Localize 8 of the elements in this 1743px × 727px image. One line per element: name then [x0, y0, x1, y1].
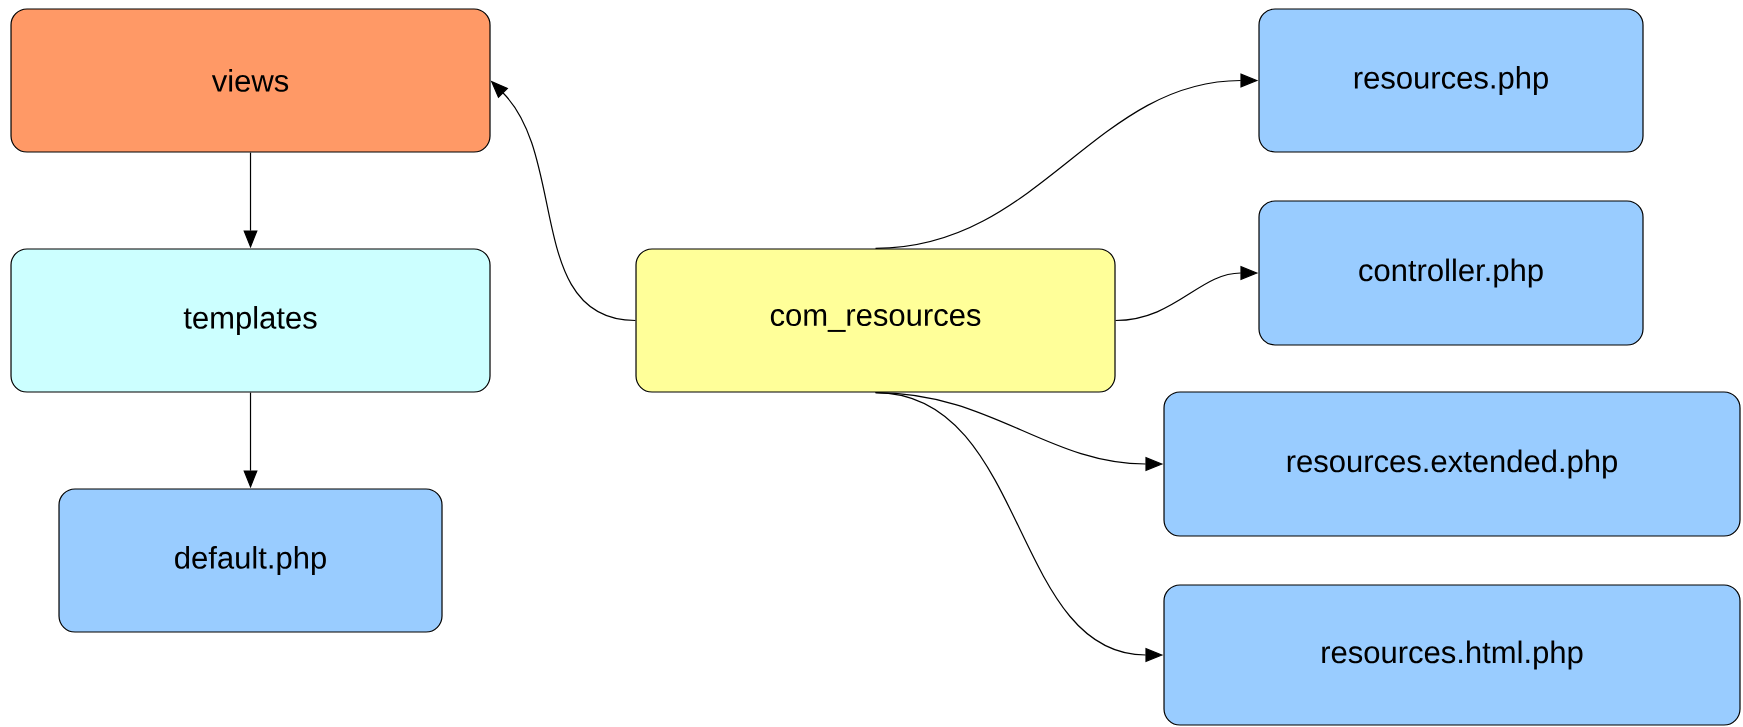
file-box: controller.php: [1258, 200, 1644, 346]
file-box: com_resources: [635, 248, 1116, 393]
file-box: views: [10, 8, 491, 153]
file-box: resources.php: [1258, 8, 1644, 153]
file-box: resources.extended.php: [1163, 391, 1741, 537]
file-box: templates: [10, 248, 491, 393]
file-box: default.php: [58, 488, 443, 633]
file-box: resources.html.php: [1163, 584, 1741, 726]
